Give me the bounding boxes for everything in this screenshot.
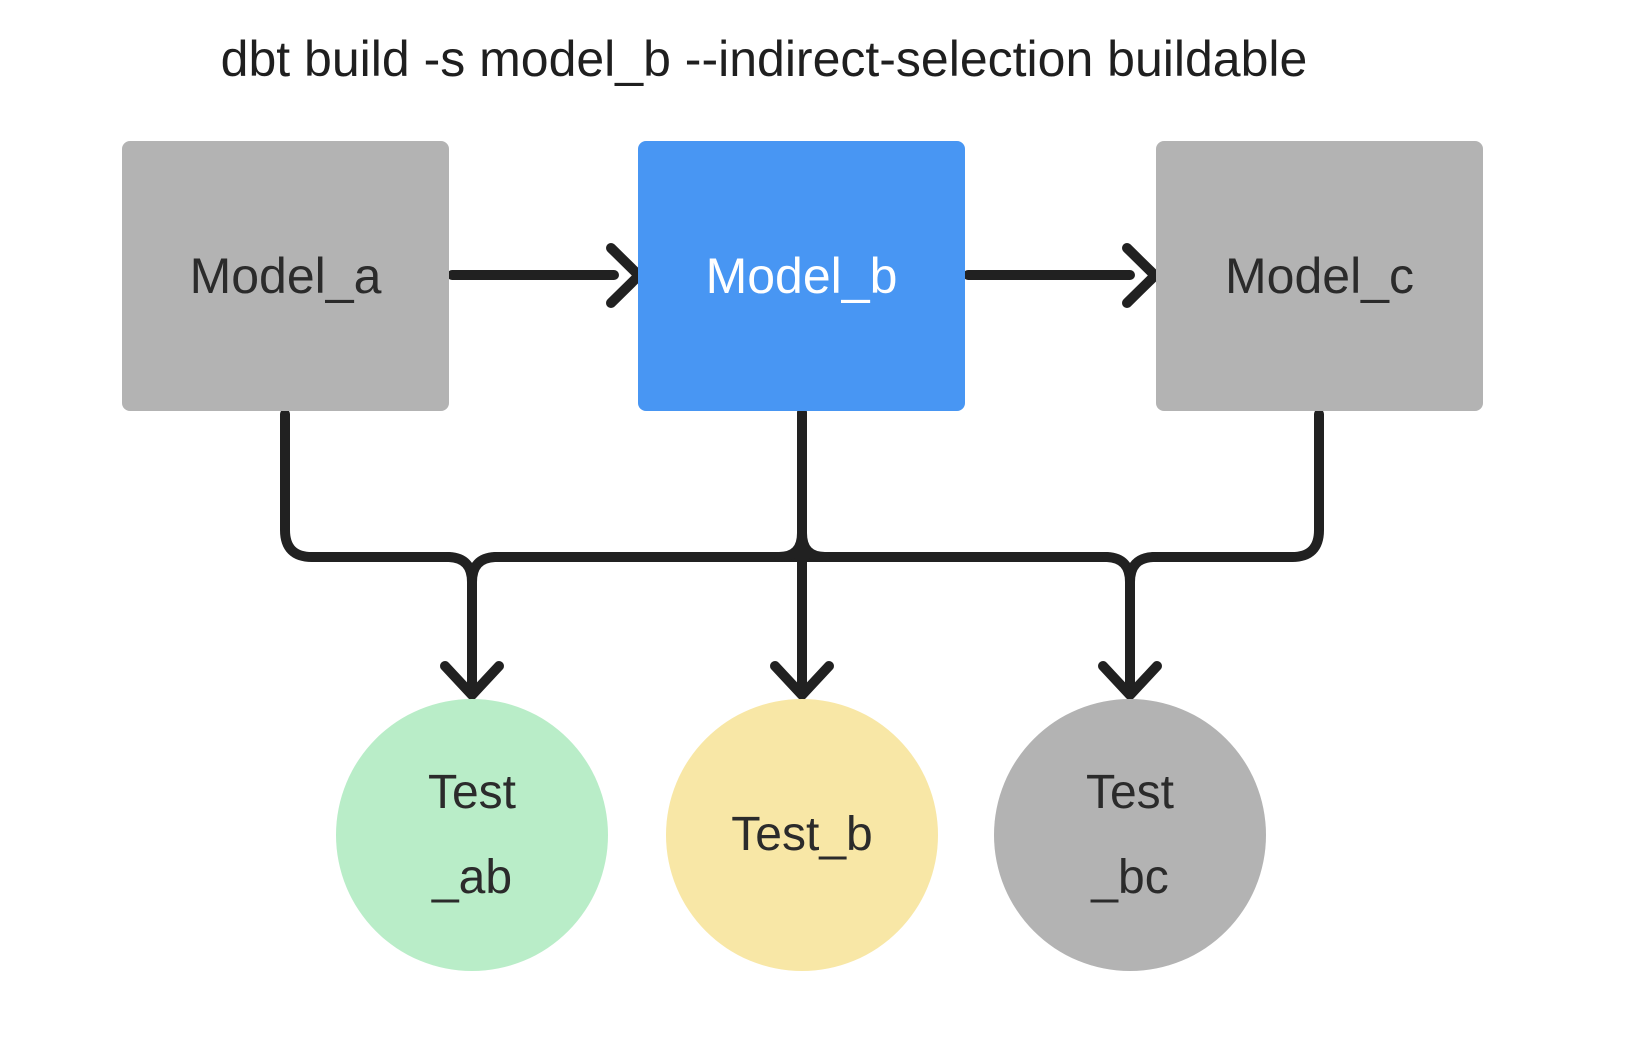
edge-model-a-stem [280,409,317,562]
node-test-ab-label-line2: _ab [431,851,513,904]
junction-fillet [467,552,500,587]
node-model-b-label: Model_b [705,248,898,304]
arrowhead-down-icon [1098,661,1162,700]
diagram-title: dbt build -s model_b --indirect-selectio… [220,31,1308,87]
node-test-ab-label-line1: Test [427,765,517,819]
node-test-b: Test_b [666,699,938,971]
node-test-ab: Test _ab [336,699,608,971]
node-test-bc: Test _bc [994,699,1266,971]
node-model-b-selected: Model_b [638,141,965,411]
node-test-bc-label-line1: Test [1085,765,1175,819]
node-model-a: Model_a [122,141,449,411]
node-model-c: Model_c [1156,141,1483,411]
arrowhead-down-icon [770,661,834,700]
node-model-a-label: Model_a [189,248,382,304]
node-model-c-label: Model_c [1225,248,1414,304]
edge-model-c-stem [1287,409,1324,562]
node-test-bc-label-line2: _bc [1091,851,1169,904]
junction-fillet [1125,552,1158,587]
node-test-b-label: Test_b [731,808,873,862]
arrowhead-down-icon [440,661,504,700]
arrowhead-right-icon [1122,243,1160,308]
